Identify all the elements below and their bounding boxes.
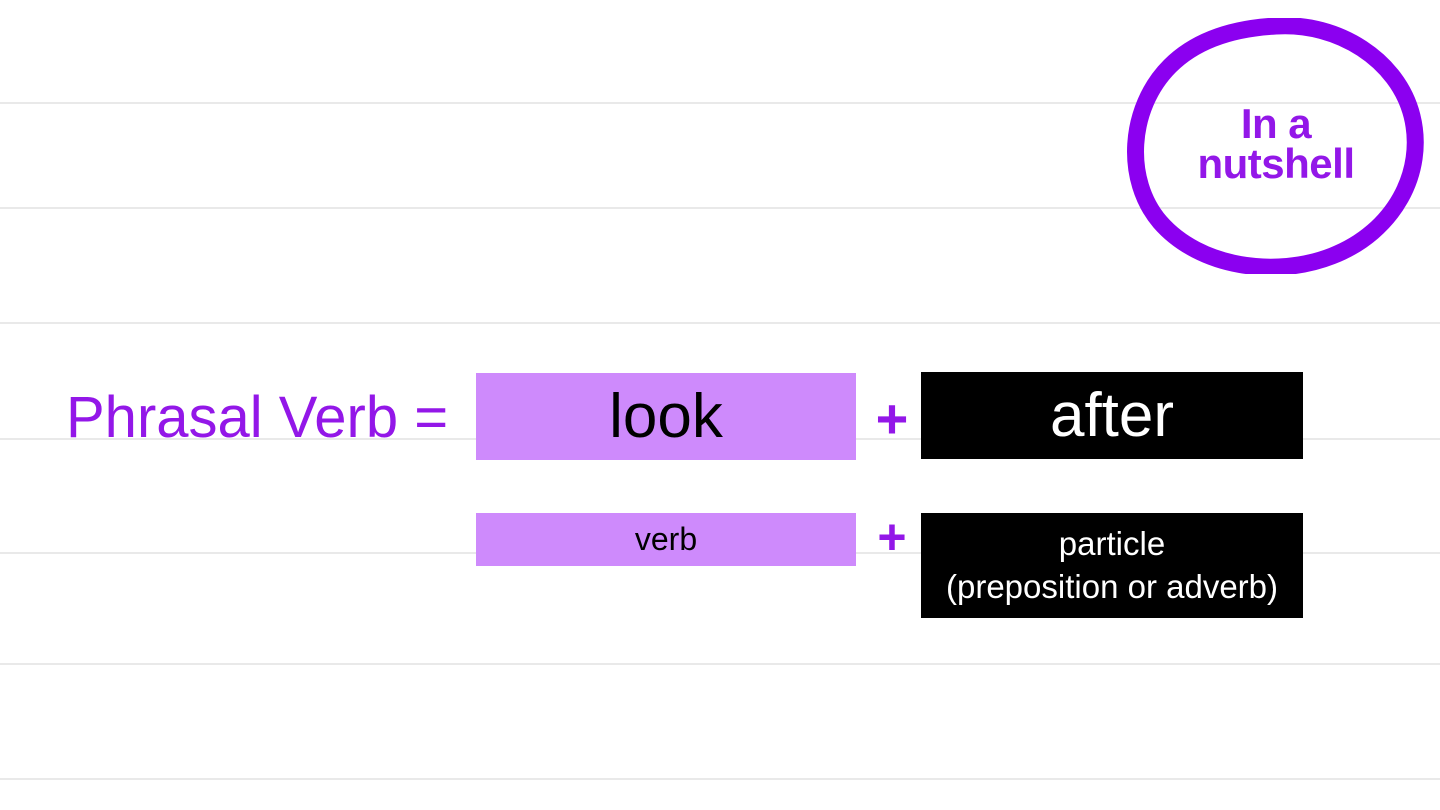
background-rule-line — [0, 778, 1440, 780]
plus-operator-top: + — [875, 387, 909, 450]
particle-example-box: after — [921, 372, 1303, 459]
background-rule-line — [0, 102, 1440, 104]
verb-part-of-speech-box: verb — [476, 513, 856, 566]
phrasal-verb-equation-label: Phrasal Verb = — [66, 385, 449, 450]
background-rule-line — [0, 322, 1440, 324]
background-rule-line — [0, 663, 1440, 665]
background-rule-line — [0, 207, 1440, 209]
plus-operator-bottom: + — [877, 509, 907, 565]
in-a-nutshell-badge: In a nutshell — [1126, 18, 1426, 274]
in-a-nutshell-label: In a nutshell — [1197, 100, 1355, 188]
particle-part-of-speech-box: particle (preposition or adverb) — [921, 513, 1303, 618]
hand-drawn-ellipse-icon — [1127, 18, 1424, 274]
verb-example-box: look — [476, 373, 856, 460]
